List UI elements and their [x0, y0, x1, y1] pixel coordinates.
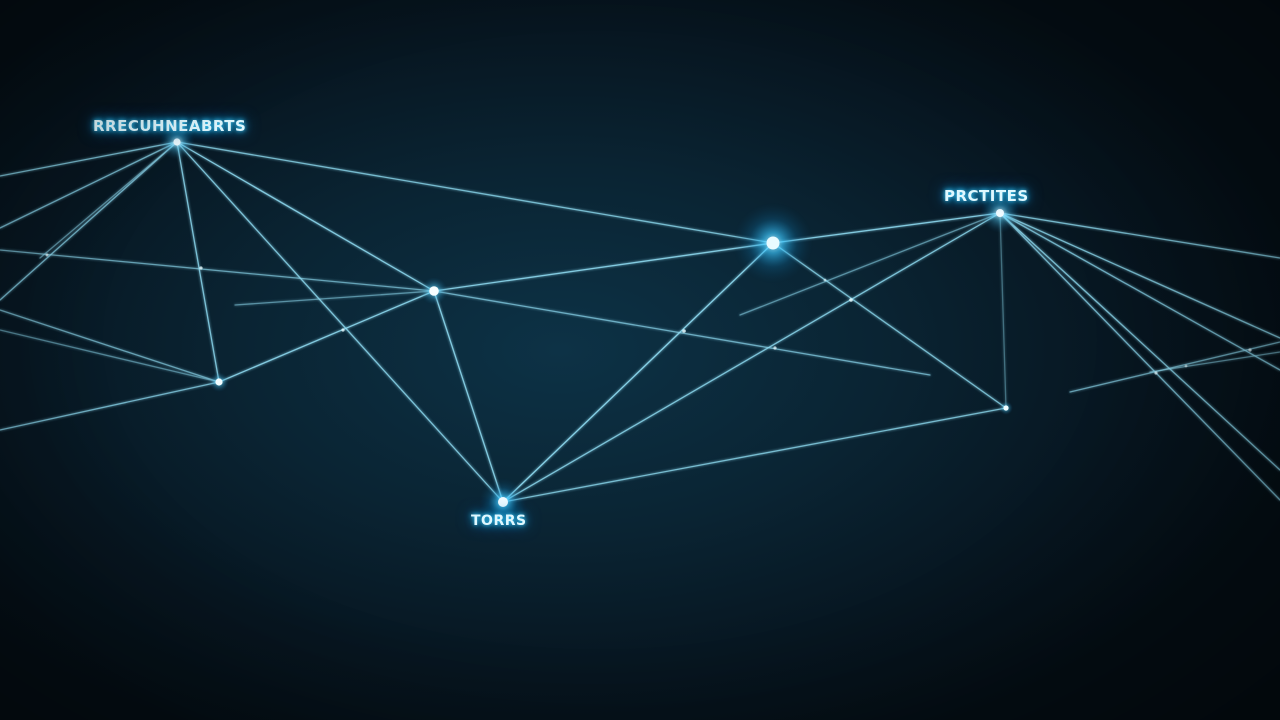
network-lines — [0, 141, 1280, 503]
edge — [176, 141, 774, 244]
edge — [0, 141, 178, 229]
sparkle — [341, 328, 345, 332]
edge — [39, 141, 178, 259]
sparkle — [1154, 371, 1158, 375]
edge — [234, 290, 435, 306]
edge — [999, 212, 1280, 471]
edge — [502, 212, 1001, 503]
edge — [0, 309, 220, 383]
profiles-label: PRCTITES — [944, 187, 1029, 205]
edge — [176, 141, 435, 292]
sparkle — [773, 346, 777, 350]
node-left-low — [209, 372, 229, 392]
edge — [1149, 351, 1280, 373]
node-profiles — [980, 193, 1020, 233]
edge — [999, 212, 1280, 339]
node-bright — [733, 203, 813, 283]
edge — [999, 212, 1007, 409]
edge — [0, 141, 178, 177]
edge — [0, 329, 220, 383]
network-nodes — [159, 124, 1020, 526]
edge — [739, 212, 1001, 316]
edge — [176, 141, 220, 383]
node-center — [420, 277, 448, 305]
node-teams — [479, 478, 527, 526]
teams-label: TORRS — [471, 513, 527, 529]
network-sparkles — [45, 253, 1252, 375]
edge — [0, 249, 435, 292]
edge — [1069, 341, 1280, 393]
sparkle — [682, 329, 686, 333]
sparkle — [199, 266, 203, 270]
node-right-low — [999, 401, 1013, 415]
sparkle — [823, 278, 827, 282]
edge — [502, 242, 774, 503]
sparkle — [1248, 348, 1252, 352]
edge — [433, 290, 931, 376]
node-recruitment — [159, 124, 195, 160]
edge — [0, 381, 220, 431]
sparkle — [1184, 364, 1188, 368]
edge — [999, 212, 1280, 259]
edge — [218, 290, 435, 383]
edge — [999, 212, 1280, 501]
edge — [176, 141, 504, 503]
edge — [772, 242, 1007, 409]
edge — [433, 242, 774, 292]
sparkle — [849, 298, 853, 302]
edge — [433, 290, 504, 503]
edge — [999, 212, 1280, 371]
sparkle — [45, 253, 49, 257]
recruitment-label: RRECUHNEABRTS — [93, 117, 247, 135]
edge — [0, 141, 178, 301]
edge — [502, 407, 1007, 503]
